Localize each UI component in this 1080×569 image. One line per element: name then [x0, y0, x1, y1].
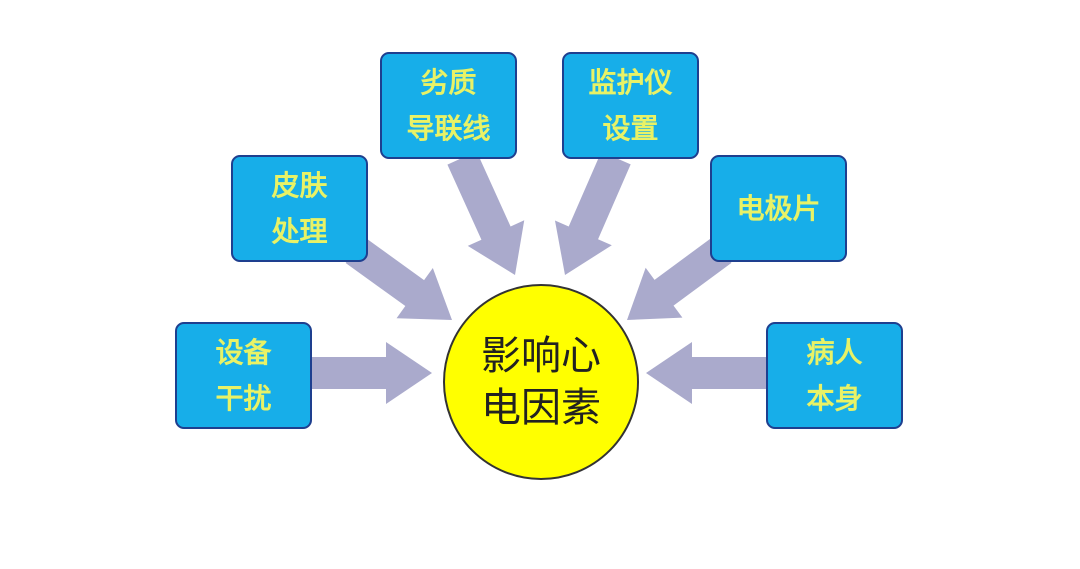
factor-label: 病人 [806, 335, 863, 369]
arrow-electrode [627, 237, 732, 320]
factor-box-electrode: 电极片 [710, 155, 847, 262]
center-circle: 影响心 电因素 [443, 284, 639, 480]
arrow-leads [447, 151, 525, 275]
factor-box-patient: 病人 本身 [766, 322, 903, 429]
arrow-patient [646, 342, 766, 404]
factor-box-leads: 劣质 导联线 [380, 52, 517, 159]
arrow-skin [345, 237, 452, 320]
factor-box-device: 设备 干扰 [175, 322, 312, 429]
factor-label: 设置 [602, 111, 659, 145]
center-label: 电因素 [481, 385, 601, 431]
factor-label: 监护仪 [588, 65, 673, 99]
factor-label: 导联线 [406, 111, 491, 145]
factor-box-skin: 皮肤 处理 [231, 155, 368, 262]
factor-label: 设备 [215, 335, 272, 369]
factor-label: 电极片 [736, 191, 821, 225]
factor-label: 劣质 [420, 65, 477, 99]
factor-label: 干扰 [215, 381, 272, 415]
factor-label: 皮肤 [271, 168, 328, 202]
factor-label: 处理 [271, 214, 328, 248]
factor-label: 本身 [806, 381, 863, 415]
center-label: 影响心 [481, 333, 601, 379]
arrow-monitor [554, 151, 631, 275]
arrow-device [312, 342, 432, 404]
factor-box-monitor: 监护仪 设置 [562, 52, 699, 159]
